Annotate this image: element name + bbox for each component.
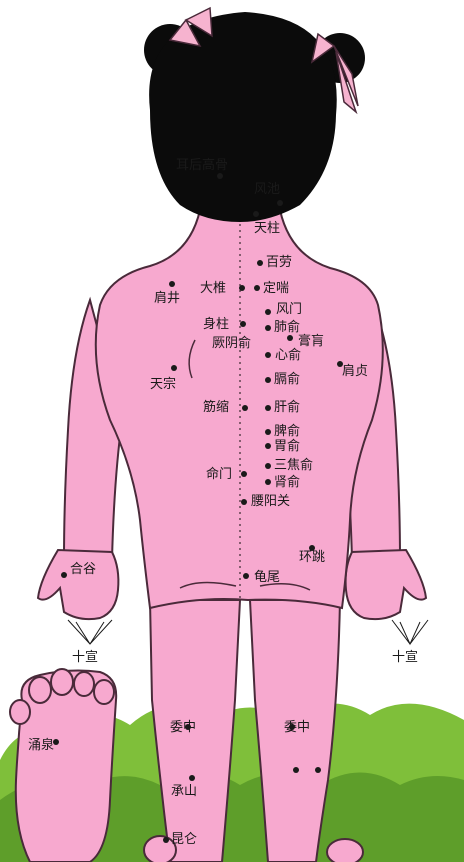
dot-tianzong	[171, 365, 177, 371]
label-jianzhen: 肩贞	[342, 364, 368, 379]
label-jueyinshu: 厥阴俞	[212, 336, 251, 351]
label-geshu: 膈俞	[274, 372, 300, 387]
label-sanjiaoshu: 三焦俞	[274, 458, 313, 473]
dot-right-calf-1	[293, 767, 299, 773]
label-dazhui: 大椎	[200, 281, 226, 296]
foot-sole	[10, 669, 116, 862]
label-shenzhu: 身柱	[203, 317, 229, 332]
dot-yaoyangguan	[241, 499, 247, 505]
dot-hegu	[61, 572, 67, 578]
dot-guiwei	[243, 573, 249, 579]
dot-fengchi	[277, 200, 283, 206]
dot-erhou-gaogu	[217, 173, 223, 179]
label-tianzhu: 天柱	[254, 221, 280, 236]
label-yongquan: 涌泉	[28, 738, 54, 753]
dot-mingmen	[241, 471, 247, 477]
label-ganshu: 肝俞	[274, 400, 300, 415]
dot-dingchuan	[254, 285, 260, 291]
label-guiwei: 龟尾	[254, 570, 280, 585]
dot-jinsuo	[242, 405, 248, 411]
label-fengmen: 风门	[276, 302, 302, 317]
label-shixuan-right: 十宣	[392, 650, 418, 665]
dot-pishu	[265, 429, 271, 435]
label-hegu: 合谷	[70, 562, 96, 577]
label-tianzong: 天宗	[150, 377, 176, 392]
label-shenshu: 肾俞	[274, 475, 300, 490]
dot-tianzhu	[253, 211, 259, 217]
label-weizhong-left: 委中	[170, 720, 196, 735]
label-jinsuo: 筋缩	[203, 400, 229, 415]
label-bailao: 百劳	[266, 255, 292, 270]
dot-chengshan	[189, 775, 195, 781]
dot-xinshu	[265, 352, 271, 358]
dot-kunlun	[163, 837, 169, 843]
label-erhou-gaogu: 耳后高骨	[176, 158, 228, 173]
label-chengshan: 承山	[171, 784, 197, 799]
torso	[96, 210, 383, 608]
dot-weishu	[265, 443, 271, 449]
dot-feishu	[265, 325, 271, 331]
dot-geshu	[265, 377, 271, 383]
dot-fengmen	[265, 309, 271, 315]
label-mingmen: 命门	[206, 467, 232, 482]
label-feishu: 肺俞	[274, 320, 300, 335]
label-xinshu: 心俞	[275, 348, 301, 363]
dot-dazhui	[239, 285, 245, 291]
label-jianjing: 肩井	[154, 291, 180, 306]
dot-bailao	[257, 260, 263, 266]
dot-gaohuang	[287, 335, 293, 341]
label-kunlun: 昆仑	[171, 832, 197, 847]
dot-ganshu	[265, 405, 271, 411]
label-weizhong-right: 委中	[284, 720, 310, 735]
label-huantiao: 环跳	[299, 550, 325, 565]
label-weishu: 胃俞	[274, 439, 300, 454]
dot-right-calf-2	[315, 767, 321, 773]
label-yaoyangguan: 腰阳关	[251, 494, 290, 509]
dot-shenshu	[265, 479, 271, 485]
dot-shenzhu	[240, 321, 246, 327]
dot-sanjiaoshu	[265, 463, 271, 469]
label-shixuan-left: 十宣	[72, 650, 98, 665]
label-fengchi: 风池	[254, 182, 280, 197]
label-gaohuang: 膏肓	[298, 334, 324, 349]
dot-jianjing	[169, 281, 175, 287]
label-pishu: 脾俞	[274, 424, 300, 439]
label-dingchuan: 定喘	[263, 281, 289, 296]
